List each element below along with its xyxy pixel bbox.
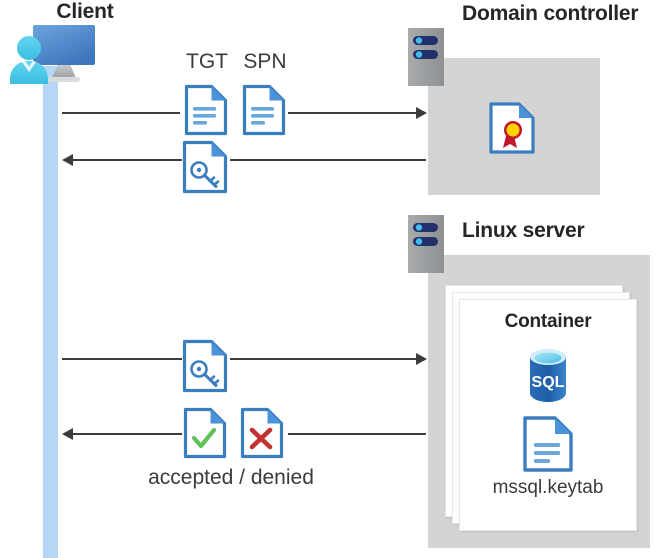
client-title: Client: [56, 0, 114, 23]
accepted-check-document-icon: [183, 407, 227, 464]
keytab-document-icon: [522, 415, 574, 473]
flow-3-line-left: [62, 358, 182, 360]
domain-controller-rack-icon: [408, 28, 444, 91]
flow-2-arrowhead: [62, 154, 73, 166]
svg-text:SQL: SQL: [532, 374, 565, 391]
tgt-label: TGT: [186, 50, 228, 73]
container-title: Container: [504, 311, 592, 332]
keytab-filename-label: mssql.keytab: [492, 477, 604, 498]
flow-1-line-left: [62, 112, 180, 114]
linux-server-rack-icon: [408, 215, 444, 278]
spn-label: SPN: [243, 50, 287, 73]
flow-3-line-right: [230, 358, 416, 360]
sql-database-icon: SQL: [518, 347, 578, 405]
client-lifeline: [43, 66, 58, 558]
flow-4-line-left: [73, 433, 182, 435]
denied-x-document-icon: [240, 407, 284, 464]
service-ticket-key-document-icon: [182, 140, 228, 199]
certificate-document-icon: [489, 102, 535, 159]
linux-server-title: Linux server: [462, 219, 585, 242]
tgt-text-document-icon: [184, 84, 228, 141]
flow-1-arrowhead: [416, 107, 427, 119]
workstation-user-icon: [8, 22, 104, 84]
domain-controller-title: Domain controller: [462, 2, 639, 25]
service-ticket-key-document-icon-2: [182, 339, 228, 398]
flow-2-line-left: [73, 159, 182, 161]
flow-2-line-right: [230, 159, 426, 161]
flow-4-line-right: [288, 433, 426, 435]
accepted-denied-caption: accepted / denied: [148, 466, 314, 489]
spn-text-document-icon: [242, 84, 286, 141]
container-card-front: [459, 299, 637, 531]
flow-3-arrowhead: [416, 353, 427, 365]
flow-4-arrowhead: [62, 428, 73, 440]
flow-1-line-right: [288, 112, 416, 114]
